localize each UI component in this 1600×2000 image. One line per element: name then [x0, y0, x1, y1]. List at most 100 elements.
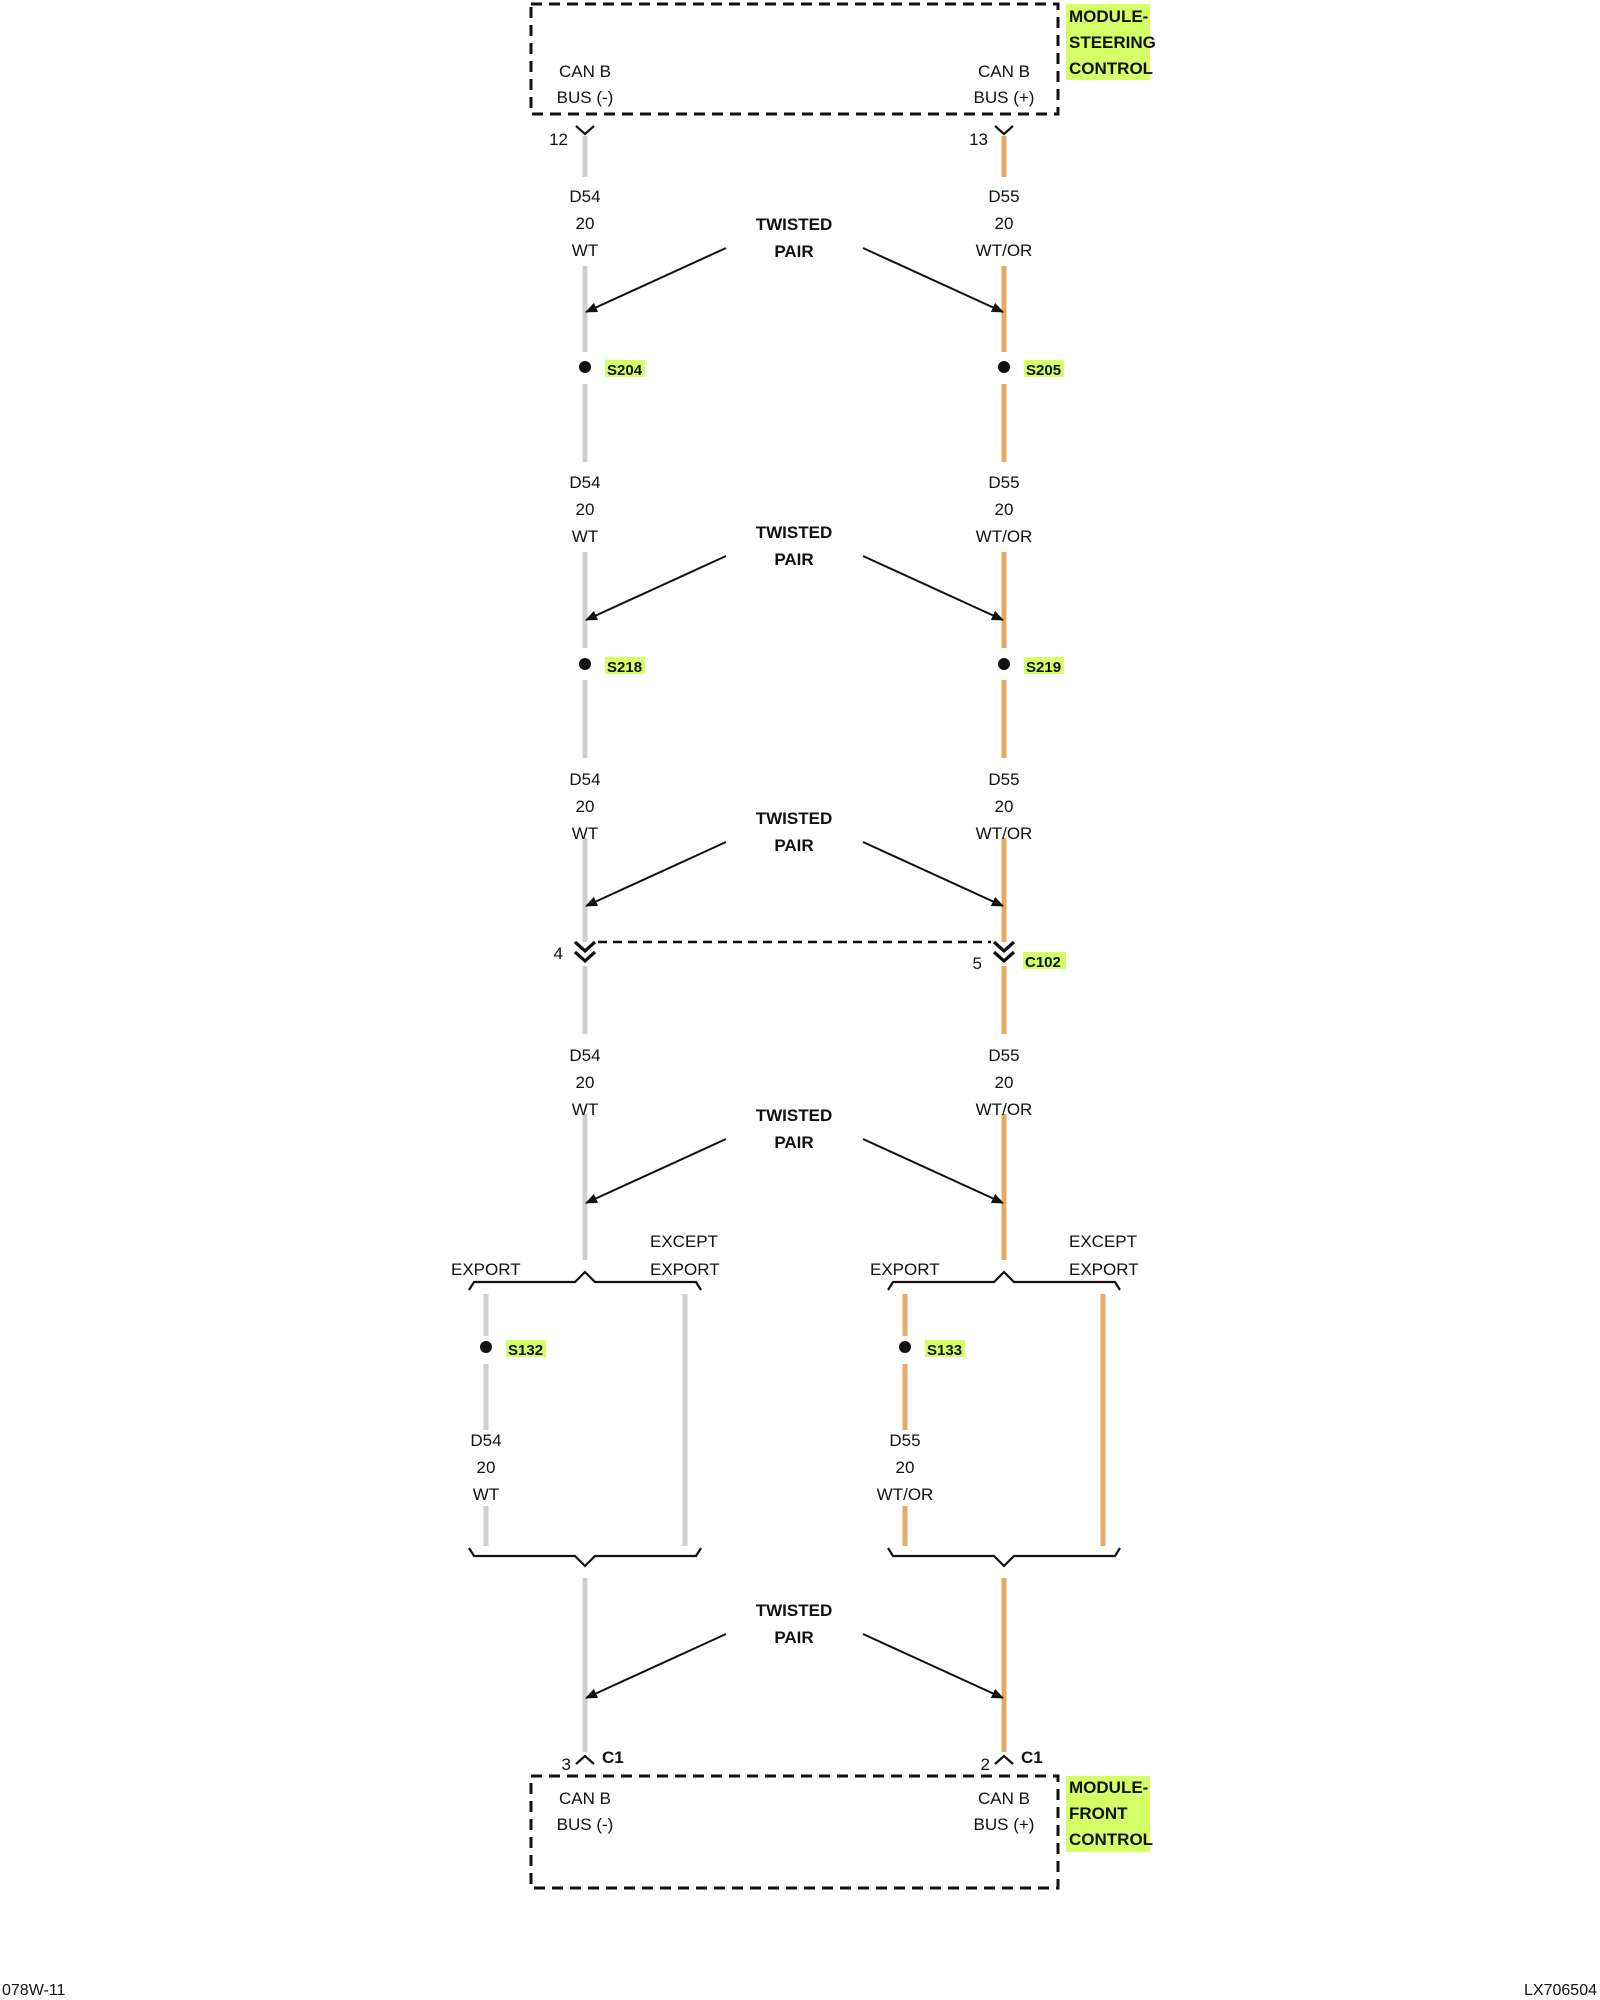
diagram-text: S204: [607, 362, 643, 379]
arrow-right: [862, 841, 1004, 907]
diagram-text: EXPORT: [1069, 1260, 1139, 1279]
module-name-highlight: [1066, 4, 1150, 80]
diagram-text: WT: [572, 824, 598, 843]
diagram-text: D54: [470, 1431, 501, 1450]
arrow-left: [585, 1138, 727, 1204]
connector-c1-left: C1: [602, 1748, 624, 1767]
wire-label-d55-2: D55 20 WT/OR: [976, 473, 1033, 546]
diagram-text: S218: [607, 659, 642, 676]
arrow-right: [862, 555, 1004, 621]
module-name-line-2: FRONT: [1069, 1804, 1128, 1823]
module-name-line-1: MODULE-: [1069, 1778, 1148, 1797]
diagram-text: D54: [569, 187, 600, 206]
diagram-text: TWISTED: [756, 1601, 833, 1620]
module-name-line-3: CONTROL: [1069, 59, 1153, 78]
arrow-right: [862, 1633, 1004, 1699]
diagram-text: 20: [995, 1073, 1014, 1092]
arrow-right: [862, 247, 1004, 313]
twisted-pair-annotation-1: TWISTED PAIR: [585, 215, 1004, 313]
arrow-right: [862, 1138, 1004, 1204]
diagram-text: D55: [988, 473, 1019, 492]
diagram-text: D55: [988, 187, 1019, 206]
diagram-text: WT/OR: [877, 1485, 934, 1504]
diagram-text: EXPORT: [451, 1260, 521, 1279]
wire-d55-segments: [902, 136, 1106, 1752]
connector-c102: 4 5 C102: [554, 940, 1066, 973]
diagram-text: 20: [477, 1458, 496, 1477]
diagram-text: PAIR: [774, 836, 813, 855]
diagram-text: D54: [569, 473, 600, 492]
diagram-text: EXPORT: [650, 1260, 720, 1279]
diagram-text: S219: [1026, 659, 1061, 676]
splice-s205: S205: [998, 360, 1064, 379]
diagram-text: 20: [995, 797, 1014, 816]
diagram-text: WT: [473, 1485, 499, 1504]
twisted-pair-annotation-5: TWISTED PAIR: [585, 1601, 1004, 1699]
wire-label-d54-3: D54 20 WT: [569, 770, 600, 843]
diagram-text: S205: [1026, 362, 1061, 379]
diagram-text: 20: [576, 1073, 595, 1092]
module-steering-control: MODULE- STEERING CONTROL CAN B BUS (-) C…: [529, 2, 1156, 149]
splice-s204: S204: [579, 360, 645, 379]
diagram-text: D55: [988, 1046, 1019, 1065]
pin-number-12: 12: [549, 130, 568, 149]
wire-label-d54-1: D54 20 WT: [569, 187, 600, 260]
label-highlight: [1024, 360, 1064, 377]
diagram-text: 20: [995, 500, 1014, 519]
label-highlight: [506, 1340, 546, 1357]
pin-number-3: 3: [562, 1755, 571, 1774]
pin-label-can-b-minus-1: CAN B: [559, 62, 611, 81]
diagram-text: WT/OR: [976, 527, 1033, 546]
twisted-pair-annotation-4: TWISTED PAIR: [585, 1106, 1004, 1204]
module-name-highlight: [1066, 1776, 1150, 1852]
diagram-text: WT: [572, 241, 598, 260]
arrow-left: [585, 247, 727, 313]
diagram-text: S133: [927, 1342, 962, 1359]
diagram-text: TWISTED: [756, 1106, 833, 1125]
label-highlight: [1024, 657, 1064, 674]
diagram-text: D55: [988, 770, 1019, 789]
diagram-text: PAIR: [774, 550, 813, 569]
wire-label-d55-4: D55 20 WT/OR: [976, 1046, 1033, 1119]
diagram-text: EXPORT: [870, 1260, 940, 1279]
diagram-text: TWISTED: [756, 523, 833, 542]
wire-label-d54-4: D54 20 WT: [569, 1046, 600, 1119]
diagram-text: S132: [508, 1342, 543, 1359]
wire-label-d55-export: D55 20 WT/OR: [877, 1431, 934, 1504]
diagram-text: TWISTED: [756, 215, 833, 234]
connector-name: C102: [1025, 954, 1061, 971]
splice-s133: S133: [899, 1340, 965, 1359]
diagram-text: 20: [576, 797, 595, 816]
label-highlight: [605, 360, 645, 377]
diagram-text: 20: [576, 500, 595, 519]
module-front-control: 3 C1 2 C1 MODULE- FRONT CONTROL CAN B BU…: [529, 1748, 1153, 1890]
wire-d54-segments: [483, 136, 688, 1752]
connector-pin-chevron: [994, 125, 1014, 136]
wire-label-d54-export: D54 20 WT: [470, 1431, 501, 1504]
splice-s219: S219: [998, 657, 1064, 676]
figure-code: 078W-11: [2, 1982, 66, 1999]
pin-number-2: 2: [981, 1755, 990, 1774]
pin-number-5: 5: [973, 954, 982, 973]
connector-c1-right: C1: [1021, 1748, 1043, 1767]
splice-s218: S218: [579, 657, 645, 676]
option-bracket-left: EXPORT EXCEPT EXPORT: [451, 1232, 720, 1568]
module-name-line-1: MODULE-: [1069, 7, 1148, 26]
connector-pin-chevron: [575, 125, 595, 136]
diagram-text: D54: [569, 770, 600, 789]
option-bracket-right: EXPORT EXCEPT EXPORT: [870, 1232, 1139, 1568]
pin-number-4: 4: [554, 944, 563, 963]
diagram-text: WT: [572, 1100, 598, 1119]
diagram-text: 20: [995, 214, 1014, 233]
figure-reference: LX706504: [1524, 1982, 1597, 1999]
arrow-left: [585, 555, 727, 621]
diagram-text: WT/OR: [976, 241, 1033, 260]
module-name-line-2: STEERING: [1069, 33, 1156, 52]
diagram-text: 20: [576, 214, 595, 233]
connector-pin-chevron: [994, 1754, 1014, 1765]
diagram-text: WT: [572, 527, 598, 546]
diagram-text: WT/OR: [976, 1100, 1033, 1119]
label-highlight: [605, 657, 645, 674]
diagram-text: EXCEPT: [1069, 1232, 1137, 1251]
